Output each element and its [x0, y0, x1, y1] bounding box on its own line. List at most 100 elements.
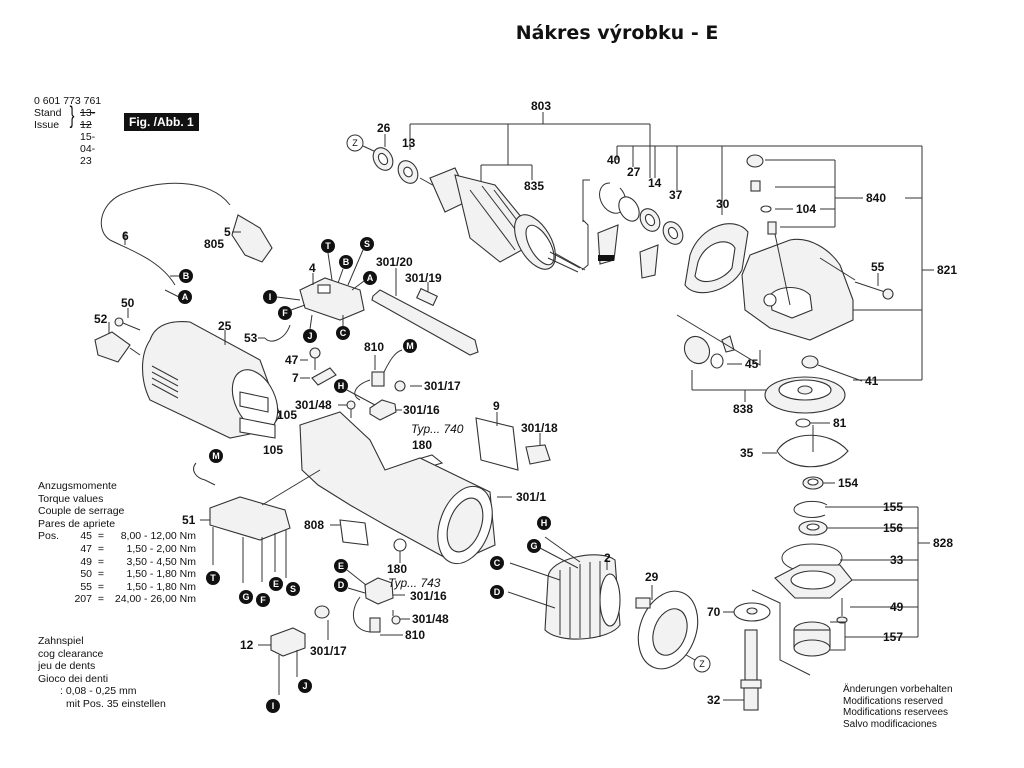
- brace-glyph: }: [69, 102, 75, 129]
- part-154-seal: [802, 476, 835, 490]
- part-821-gear-housing: [741, 233, 854, 341]
- label-26: 26: [377, 121, 391, 135]
- label-27: 27: [627, 165, 641, 179]
- label-45: 45: [745, 357, 759, 371]
- wire-tag-t: T: [321, 239, 335, 281]
- wire-tag-letter: H: [338, 381, 345, 391]
- part-301-18-switch-button: [525, 433, 551, 465]
- label-37: 37: [669, 188, 683, 202]
- label-301-19: 301/19: [405, 271, 442, 285]
- label-25: 25: [218, 319, 232, 333]
- label-12: 12: [240, 638, 254, 652]
- document-meta: 0 601 773 761 Stand Issue } 13-12 15-04-…: [34, 95, 101, 167]
- wire-tag-letter: M: [212, 451, 220, 461]
- wire-tag-s-lower: S: [286, 582, 300, 596]
- label-4: 4: [309, 261, 316, 275]
- part-808-label: [330, 519, 369, 546]
- page-title: Nákres výrobku - E: [515, 22, 719, 44]
- label-301-18: 301/18: [521, 421, 558, 435]
- part-13-bearing: [397, 160, 419, 184]
- wire-tag-d-brush: D: [334, 578, 366, 594]
- label-33: 33: [890, 553, 904, 567]
- part-47-screw: [300, 347, 321, 370]
- label-50: 50: [121, 296, 135, 310]
- cog-instruction: mit Pos. 35 einstellen: [66, 697, 166, 710]
- wire-tag-letter: F: [260, 595, 266, 605]
- part-14-bearing: [639, 208, 661, 279]
- wire-tag-letter: D: [338, 580, 345, 590]
- wire-tag-letter: J: [302, 681, 307, 691]
- cog-heading: Zahnspiel: [38, 635, 84, 647]
- part-301-48-screw-upper: [338, 400, 356, 418]
- wire-tag-letter: T: [210, 573, 216, 583]
- wire-tag-b: B: [170, 269, 193, 283]
- label-49: 49: [890, 600, 904, 614]
- torque-heading: Torque values: [38, 492, 104, 505]
- part-180-type-label-lower: [393, 538, 407, 563]
- part-37-bearing: [662, 221, 684, 245]
- wire-tag-e-brush: E: [334, 559, 367, 586]
- label-301-16-b: 301/16: [410, 589, 447, 603]
- label-2: 2: [604, 551, 611, 565]
- wire-tag-letter: M: [406, 341, 414, 351]
- stand-label: Stand: [34, 107, 62, 119]
- part-6-power-cord: [100, 182, 231, 286]
- label-180-a: 180: [412, 438, 432, 452]
- label-55: 55: [871, 260, 885, 274]
- part-25-motor-housing: [142, 321, 281, 439]
- wire-tag-e-lower: E: [269, 577, 283, 591]
- wire-tag-c: C: [336, 315, 350, 340]
- label-14: 14: [648, 176, 662, 190]
- wire-tag-i-lower: I: [266, 699, 280, 713]
- label-810-a: 810: [364, 340, 384, 354]
- reference-marker-z: Z: [346, 134, 377, 153]
- part-7-clamp: [300, 367, 337, 386]
- label-301-16-a: 301/16: [403, 403, 440, 417]
- part-301-16-brush-holder-upper: [369, 399, 402, 421]
- wire-tag-letter: D: [494, 587, 501, 597]
- issue-value: 15-04-23: [80, 131, 96, 167]
- label-81: 81: [833, 416, 847, 430]
- part-301-17-brush-spring-upper: [394, 380, 422, 392]
- label-805: 805: [204, 237, 224, 251]
- part-55-screw: [819, 257, 894, 300]
- label-156: 156: [883, 521, 903, 535]
- wire-tag-letter: C: [494, 558, 501, 568]
- label-157: 157: [883, 630, 903, 644]
- label-7: 7: [292, 371, 299, 385]
- label-154: 154: [838, 476, 858, 490]
- wire-tag-letter: I: [272, 701, 275, 711]
- part-301-48-screw-lower: [391, 610, 410, 625]
- label-155: 155: [883, 500, 903, 514]
- wire-tag-b-switch: B: [337, 255, 353, 284]
- wire-tag-letter: A: [182, 292, 189, 302]
- part-29-fan-baffle: [635, 585, 699, 670]
- label-51: 51: [182, 513, 196, 527]
- label-835: 835: [524, 179, 544, 193]
- label-70: 70: [707, 605, 721, 619]
- label-6: 6: [122, 229, 129, 243]
- wire-tag-d-coil: D: [490, 585, 504, 599]
- part-5-plug: [231, 214, 273, 263]
- wire-tag-letter: J: [307, 331, 312, 341]
- part-51-suppressor: [193, 462, 321, 583]
- wire-tag-letter: E: [273, 579, 279, 589]
- label-9: 9: [493, 399, 500, 413]
- part-9-rating-label: [475, 412, 519, 471]
- label-29: 29: [645, 570, 659, 584]
- figure-badge: Fig. /Abb. 1: [124, 113, 199, 131]
- label-301-1: 301/1: [516, 490, 546, 504]
- wire-tag-letter: S: [290, 584, 296, 594]
- label-105-b: 105: [263, 443, 283, 457]
- wire-tag-letter: Z: [352, 138, 358, 148]
- part-53-wire: [258, 324, 291, 342]
- part-45-pinion: [676, 314, 761, 369]
- wire-tag-g-lower: G: [239, 590, 253, 604]
- footer-note: Modifications reservees: [843, 707, 949, 718]
- wire-tag-f-lower: F: [256, 593, 270, 607]
- part-155-circlip: [793, 500, 828, 518]
- cog-heading: jeu de dents: [38, 660, 96, 673]
- part-838-ring-gear: [764, 376, 846, 414]
- torque-row: 49=3,50 - 4,50 Nm: [80, 555, 196, 568]
- label-5: 5: [224, 225, 231, 239]
